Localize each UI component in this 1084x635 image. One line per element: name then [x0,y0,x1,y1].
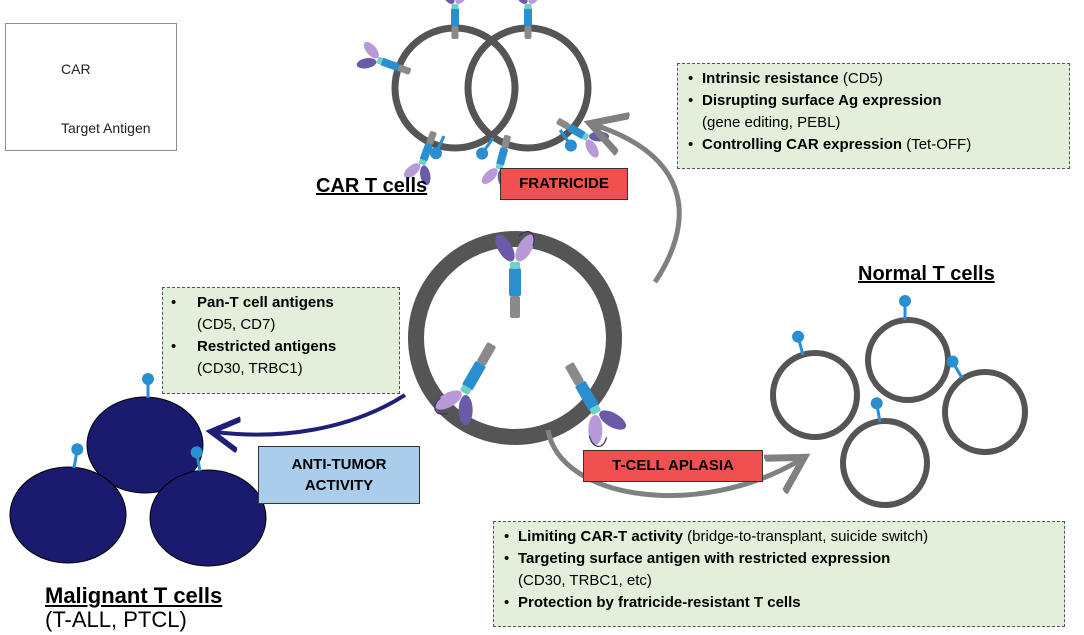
car-t-cells-title: CAR T cells [316,175,428,197]
antigen-item-2: •Restricted antigens [171,338,337,355]
malignant-t-cells [9,371,267,567]
t-cell-aplasia-tag: T-CELL APLASIA [583,450,763,482]
fratricide-cell-left [352,0,519,190]
fratricide-strategy-3: •Controlling CAR expression (Tet-OFF) [688,136,972,153]
aplasia-strategy-1: •Limiting CAR-T activity (bridge-to-tran… [504,528,929,545]
antigen-item-1-detail: (CD5, CD7) [197,316,276,333]
antitumor-arrow [215,393,407,435]
aplasia-strategies-box: •Limiting CAR-T activity (bridge-to-tran… [493,521,1065,627]
legend-car-label: CAR [61,61,91,77]
anti-tumor-line2: ACTIVITY [304,477,374,494]
legend-antigen-label: Target Antigen [61,120,151,136]
anti-tumor-line1: ANTI-TUMOR [291,456,387,473]
normal-t-cells [770,293,1028,508]
antigens-box: •Pan-T cell antigens (CD5, CD7) •Restric… [162,287,400,394]
malignant-t-cells-title: Malignant T cells [45,583,223,608]
fratricide-arrow [595,125,682,284]
fratricide-strategy-2: •Disrupting surface Ag expression [688,92,942,109]
fratricide-strategies-box: •Intrinsic resistance (CD5) •Disrupting … [677,63,1070,169]
legend-box: CAR Target Antigen [5,23,177,151]
fratricide-cell-right [426,0,614,193]
aplasia-strategy-2: •Targeting surface antigen with restrict… [504,550,891,567]
central-car-t-cell [408,230,634,452]
aplasia-strategy-2-detail: (CD30, TRBC1, etc) [518,572,652,589]
antigen-item-1: •Pan-T cell antigens [171,294,334,311]
antigen-item-2-detail: (CD30, TRBC1) [197,360,303,377]
aplasia-strategy-3: •Protection by fratricide-resistant T ce… [504,594,801,611]
fratricide-strategy-2-detail: (gene editing, PEBL) [702,114,841,131]
malignant-t-cells-subtitle: (T-ALL, PTCL) [45,607,187,632]
anti-tumor-activity-tag: ANTI-TUMOR ACTIVITY [258,446,420,504]
normal-t-cells-title: Normal T cells [858,263,995,285]
fratricide-tag: FRATRICIDE [500,168,628,200]
fratricide-strategy-1: •Intrinsic resistance (CD5) [688,70,883,87]
